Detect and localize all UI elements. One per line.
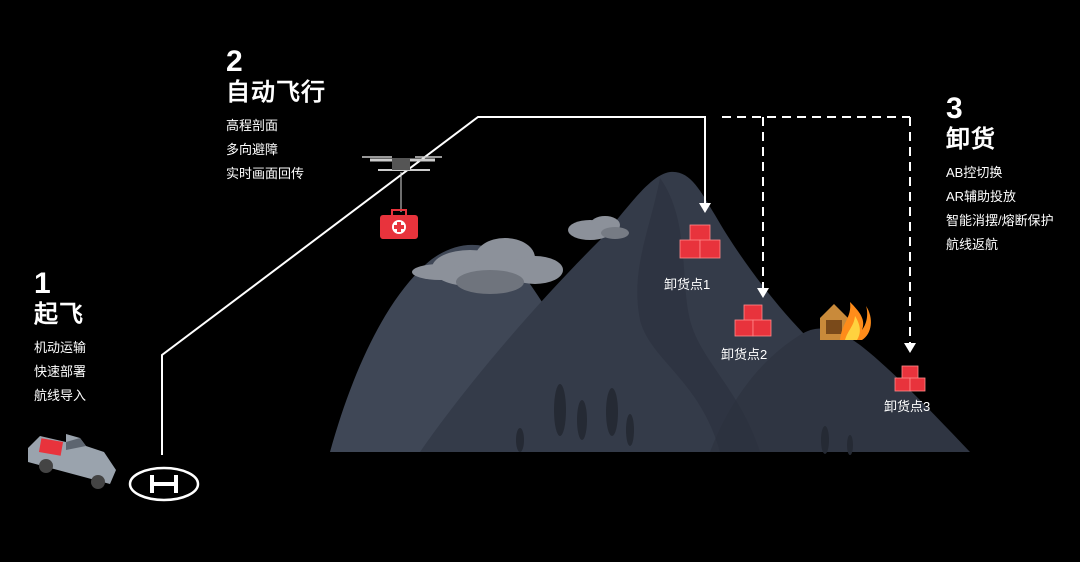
step-item: AB控切换 <box>946 165 1003 180</box>
step-number: 1 <box>34 267 51 300</box>
medical-kit-icon <box>380 209 418 239</box>
step-auto-flight: 2 自动飞行 高程剖面 多向避障 实时画面回传 <box>226 46 326 186</box>
cloud-icon <box>568 216 629 240</box>
step-item: 多向避障 <box>226 142 279 157</box>
step-item: 机动运输 <box>34 340 87 355</box>
step-item: 智能消摆/熔断保护 <box>946 213 1054 228</box>
flight-path <box>161 116 916 455</box>
cargo-boxes-icon <box>734 304 772 337</box>
step-number: 2 <box>226 45 243 78</box>
step-unload: 3 卸货 AB控切换 AR辅助投放 智能消摆/熔断保护 航线返航 <box>946 93 1054 257</box>
step-title: 起飞 <box>34 301 84 328</box>
pickup-truck-icon <box>28 434 116 489</box>
step-item: 航线返航 <box>946 237 999 252</box>
step-title: 卸货 <box>946 126 996 153</box>
step-item: 快速部署 <box>34 364 87 379</box>
burning-house-icon <box>820 302 871 340</box>
drone-icon <box>362 156 442 212</box>
cloud-icon <box>412 238 563 294</box>
step-item: AR辅助投放 <box>946 189 1017 204</box>
drop-point-label: 卸货点2 <box>721 347 768 362</box>
drop-point-label: 卸货点1 <box>664 277 711 292</box>
step-item: 航线导入 <box>34 388 87 403</box>
step-title: 自动飞行 <box>226 79 326 106</box>
step-item: 高程剖面 <box>226 118 279 133</box>
cargo-boxes-icon <box>679 224 721 259</box>
step-item: 实时画面回传 <box>226 166 305 181</box>
mountain-range <box>330 171 970 455</box>
step-number: 3 <box>946 92 963 125</box>
helipad-icon <box>128 466 200 502</box>
drop-point-label: 卸货点3 <box>884 399 931 414</box>
step-takeoff: 1 起飞 机动运输 快速部署 航线导入 <box>34 268 86 408</box>
cargo-boxes-icon <box>894 365 926 392</box>
